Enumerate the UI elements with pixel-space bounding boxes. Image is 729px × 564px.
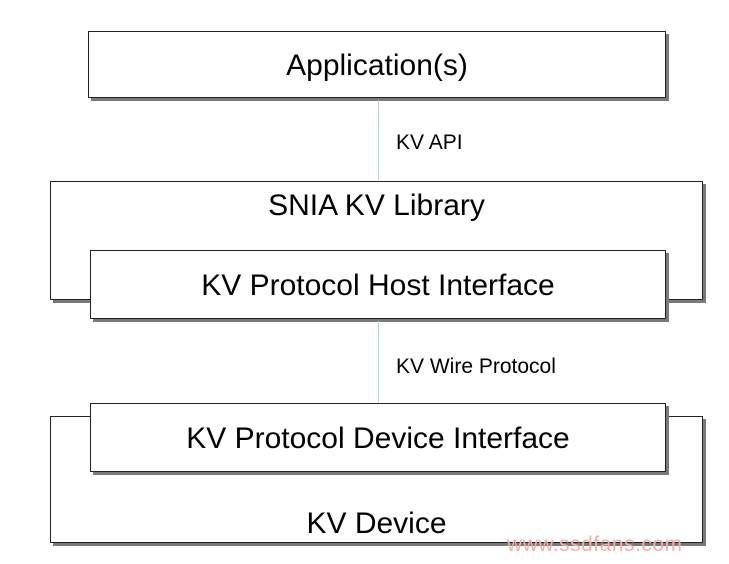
kv-protocol-device-interface-box: KV Protocol Device Interface: [90, 403, 666, 472]
kv-api-connector: [378, 100, 379, 180]
application-label: Application(s): [286, 49, 468, 82]
application-box: Application(s): [88, 31, 666, 98]
watermark-text: www.ssdfans.com: [507, 533, 683, 556]
kv-api-label: KV API: [396, 131, 463, 154]
kv-wire-protocol-label: KV Wire Protocol: [396, 355, 556, 378]
kv-wire-protocol-connector: [378, 321, 379, 402]
kv-device-label: KV Device: [306, 507, 447, 540]
snia-kv-library-label: SNIA KV Library: [268, 189, 485, 222]
kv-protocol-host-interface-box: KV Protocol Host Interface: [90, 250, 666, 319]
kv-protocol-device-interface-label: KV Protocol Device Interface: [186, 422, 570, 455]
kv-protocol-host-interface-label: KV Protocol Host Interface: [201, 269, 555, 302]
